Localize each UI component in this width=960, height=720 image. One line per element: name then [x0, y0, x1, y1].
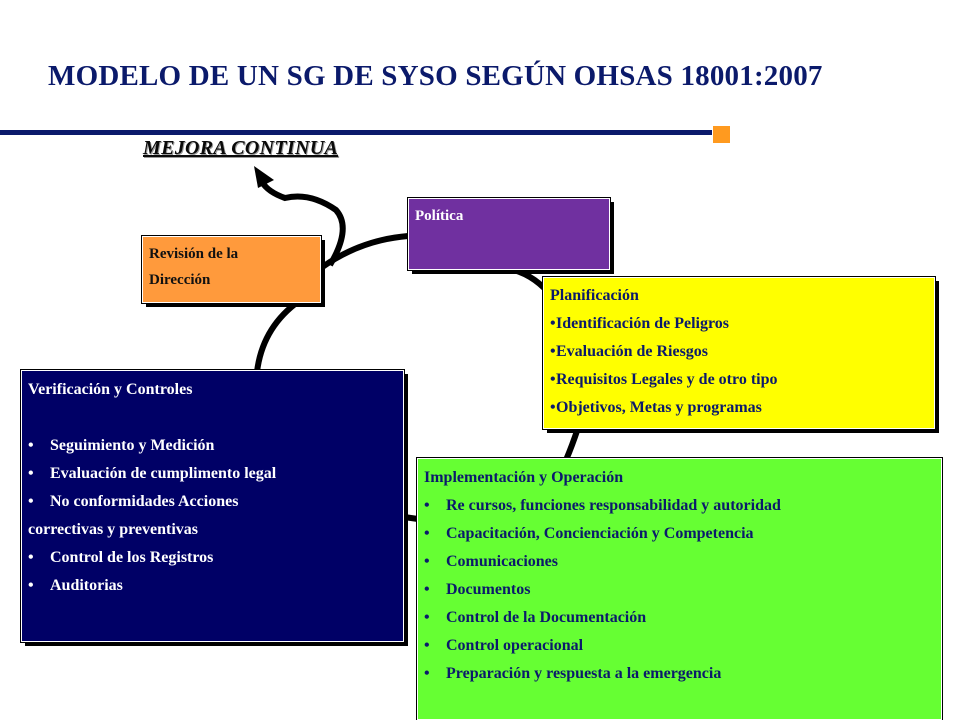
verificacion-list: • Seguimiento y Medición • Evaluación de c…	[28, 432, 397, 600]
bullet: •	[424, 553, 430, 570]
mejora-continua-label: MEJORA CONTINUA	[143, 137, 339, 159]
bullet: •	[550, 315, 556, 332]
implementacion-heading: Implementación y Operación	[424, 469, 624, 486]
bullet: •	[424, 665, 430, 682]
list-item: • Objetivos, Metas y programas	[550, 394, 928, 422]
title-underline	[0, 130, 712, 135]
list-item: • Control de los Registros	[28, 544, 397, 572]
bullet: •	[424, 497, 430, 514]
planificacion-list: • Identificación de Peligros •Evaluación…	[550, 310, 928, 422]
list-item-text: correctivas y preventivas	[28, 521, 199, 538]
cycle-arc-implementacion-verificacion	[403, 514, 419, 522]
list-item: • Identificación de Peligros	[550, 310, 928, 338]
planificacion-heading: Planificación	[550, 287, 639, 304]
list-item: • Requisitos Legales y de otro tipo	[550, 366, 928, 394]
politica-box: Política	[407, 197, 611, 271]
list-item-text: Evaluación de cumplimento legal	[50, 465, 277, 482]
bullet: •	[424, 525, 430, 542]
list-item-text: Control de la Documentación	[446, 609, 647, 626]
list-item-text: Seguimiento y Medición	[50, 437, 215, 454]
list-item-text: Documentos	[446, 581, 531, 598]
list-item: • Comunicaciones	[424, 548, 935, 576]
list-item: • Re cursos, funciones responsabilidad y …	[424, 492, 935, 520]
list-item-text: Objetivos, Metas y programas	[556, 399, 762, 416]
implementacion-operacion-box: Implementación y Operación • Re cursos, f…	[416, 457, 943, 720]
bullet: •	[550, 343, 556, 360]
revision-direccion-box: Revisión de la Dirección	[141, 235, 322, 304]
bullet: •	[28, 437, 34, 454]
list-item: • Control operacional	[424, 632, 935, 660]
mejora-arrow-line	[259, 180, 346, 267]
list-item: •Evaluación de Riesgos	[550, 338, 928, 366]
list-item: • Seguimiento y Medición	[28, 432, 397, 460]
list-item: • Evaluación de cumplimento legal	[28, 460, 397, 488]
cycle-arc-planificacion-implementacion	[563, 427, 581, 462]
bullet: •	[550, 371, 556, 388]
revision-line-1: Revisión de la	[149, 246, 239, 262]
list-item-text: Comunicaciones	[446, 553, 558, 570]
list-item-text: Re cursos, funciones responsabilidad y a…	[446, 497, 781, 514]
list-item: • Auditorias	[28, 572, 397, 600]
bullet: •	[424, 637, 430, 654]
bullet: •	[424, 609, 430, 626]
bullet: •	[28, 493, 34, 510]
list-item-text: Control operacional	[446, 637, 584, 654]
bullet: •	[28, 465, 34, 482]
list-item-continuation: correctivas y preventivas	[28, 516, 397, 544]
spacer	[28, 404, 397, 432]
list-item-text: Capacitación, Concienciación y Competenc…	[446, 525, 754, 542]
verificacion-heading: Verificación y Controles	[28, 381, 193, 398]
list-item-text: Requisitos Legales y de otro tipo	[556, 371, 778, 388]
list-item-text: Control de los Registros	[50, 549, 214, 566]
list-item: • Capacitación, Concienciación y Competen…	[424, 520, 935, 548]
bullet: •	[28, 549, 34, 566]
list-item-text: Evaluación de Riesgos	[556, 343, 709, 360]
list-item-text: Identificación de Peligros	[556, 315, 730, 332]
list-item: • Documentos	[424, 576, 935, 604]
page-title: MODELO DE UN SG DE SYSO SEGÚN OHSAS 1800…	[48, 60, 823, 92]
mejora-arrowhead	[254, 166, 274, 188]
cycle-arc-politica-planificacion	[504, 265, 551, 295]
politica-label: Política	[415, 208, 464, 224]
list-item: • Preparación y respuesta a la emergencia	[424, 660, 935, 688]
cycle-arc-verificacion-revision	[254, 301, 297, 373]
list-item: • No conformidades Acciones	[28, 488, 397, 516]
bullet: •	[424, 581, 430, 598]
bullet: •	[550, 399, 556, 416]
implementacion-list: • Re cursos, funciones responsabilidad y …	[424, 492, 935, 688]
verificacion-controles-box: Verificación y Controles • Seguimiento y …	[20, 369, 405, 643]
list-item-text: Preparación y respuesta a la emergencia	[446, 665, 722, 682]
accent-square	[713, 126, 730, 143]
planificacion-box: Planificación • Identificación de Peligr…	[542, 276, 936, 430]
bullet: •	[28, 577, 34, 594]
list-item-text: Auditorias	[50, 577, 123, 594]
list-item-text: No conformidades Acciones	[50, 493, 239, 510]
revision-line-2: Dirección	[149, 272, 211, 288]
list-item: • Control de la Documentación	[424, 604, 935, 632]
